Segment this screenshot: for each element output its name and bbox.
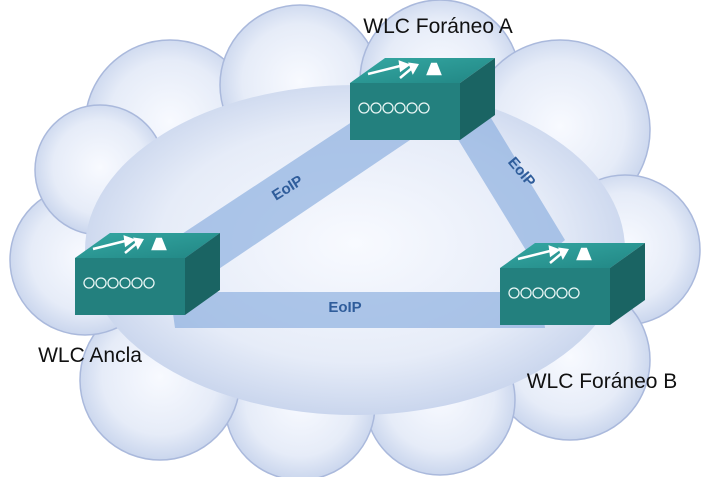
tunnel-ancla-foraneo-b bbox=[170, 292, 545, 328]
node-label-wlc-ancla: WLC Ancla bbox=[38, 344, 142, 367]
wireless-lan-controller-icon bbox=[75, 233, 220, 315]
wlc-foraneo-b-device bbox=[500, 243, 645, 325]
wireless-lan-controller-icon bbox=[350, 58, 495, 140]
wlc-foraneo-a-device bbox=[350, 58, 495, 140]
node-label-wlc-foraneo-a: WLC Foráneo A bbox=[363, 15, 512, 38]
node-label-wlc-foraneo-b: WLC Foráneo B bbox=[527, 370, 678, 393]
wireless-lan-controller-icon bbox=[500, 243, 645, 325]
tunnel-foraneo-a-foraneo-b bbox=[440, 100, 565, 265]
tunnel-label-ancla-foraneo-b: EoIP bbox=[328, 299, 361, 316]
wlc-ancla-device bbox=[75, 233, 220, 315]
